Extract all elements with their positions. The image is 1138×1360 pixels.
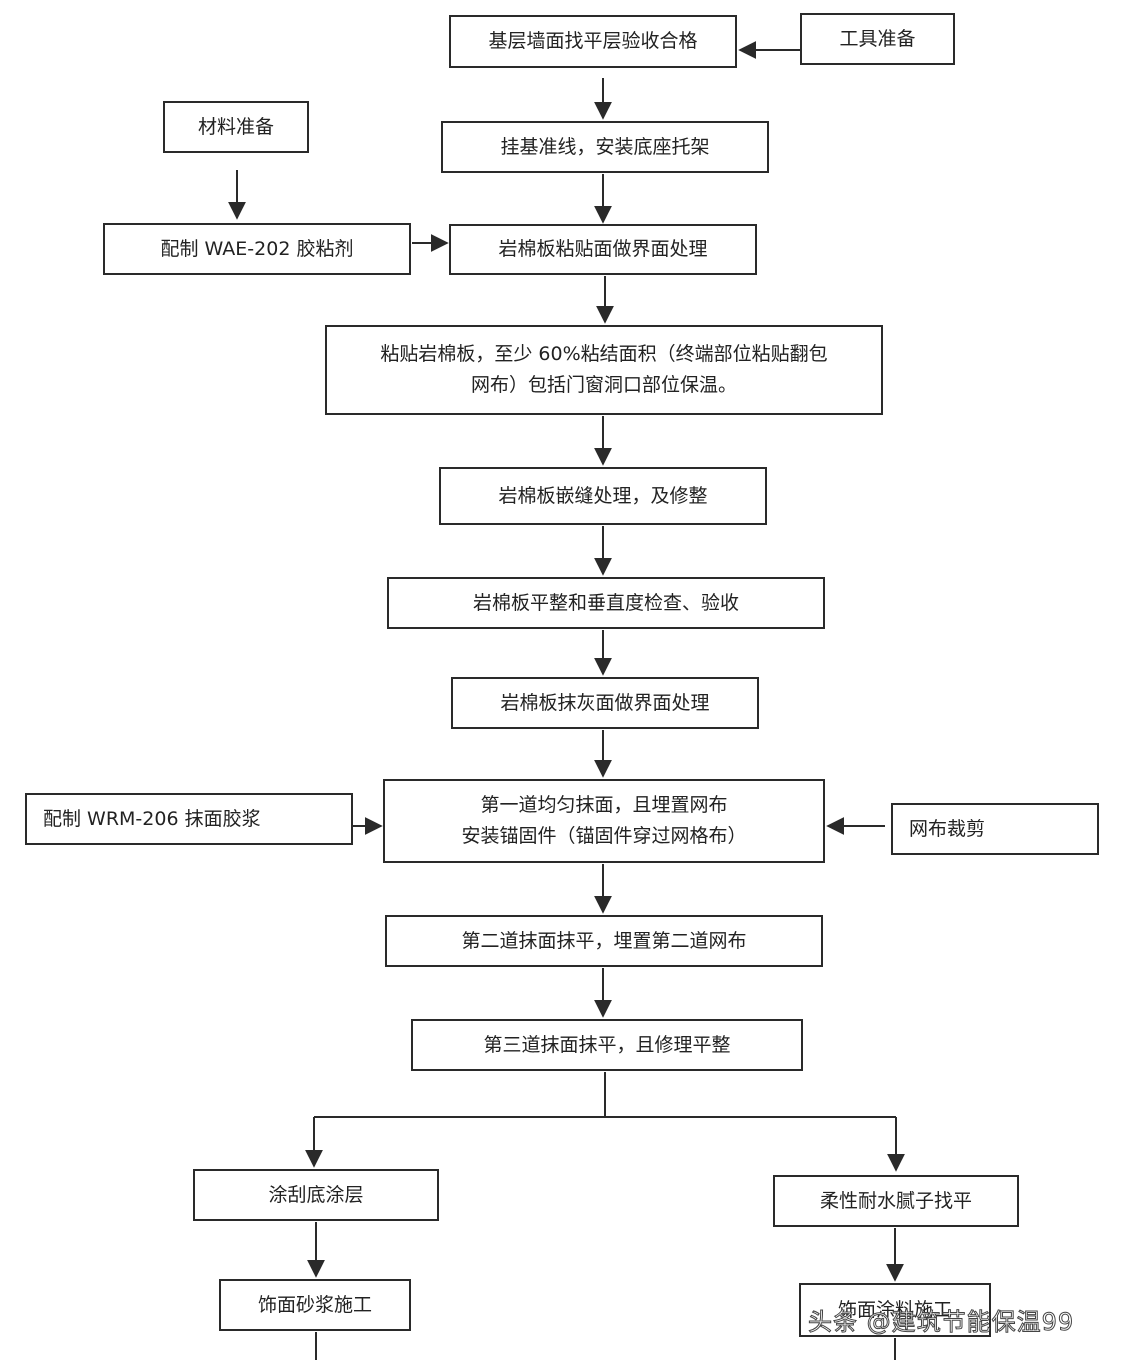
step-materials: 材料准备: [163, 101, 309, 153]
watermark: 头条 @建筑节能保温99: [807, 1308, 1075, 1337]
step-mortar: 饰面砂浆施工: [219, 1279, 411, 1331]
step-primer: 涂刮底涂层: [193, 1169, 439, 1221]
step-tools: 工具准备: [800, 13, 955, 65]
step-mesh-cut-label: 网布裁剪: [909, 817, 986, 840]
step-mix-wrm: 配制 WRM-206 抹面胶浆: [25, 793, 353, 845]
step-first-text: 第一道均匀抹面，且埋置网布 安装锚固件（锚固件穿过网格布）: [461, 790, 746, 852]
step-first-line2: 安装锚固件（锚固件穿过网格布）: [461, 825, 747, 847]
step-bond-interface: 岩棉板粘贴面做界面处理: [449, 224, 757, 275]
step-base-accept-label: 基层墙面找平层验收合格: [488, 30, 698, 52]
step-paste-line2: 网布）包括门窗洞口部位保温。: [470, 374, 737, 396]
step-third: 第三道抹面抹平，且修理平整: [411, 1019, 803, 1071]
step-baseline: 挂基准线，安装底座托架: [441, 121, 769, 173]
step-mix-wae: 配制 WAE-202 胶粘剂: [103, 223, 411, 275]
step-materials-label: 材料准备: [197, 115, 274, 138]
step-paste-text: 粘贴岩棉板，至少 60%粘结面积（终端部位粘贴翻包 网布）包括门窗洞口部位保温。: [380, 339, 827, 401]
step-seam: 岩棉板嵌缝处理，及修整: [439, 467, 767, 525]
step-third-label: 第三道抹面抹平，且修理平整: [483, 1033, 731, 1056]
step-seam-label: 岩棉板嵌缝处理，及修整: [498, 484, 708, 507]
step-plaster-interface: 岩棉板抹灰面做界面处理: [451, 677, 759, 729]
step-mix-wrm-label: 配制 WRM-206 抹面胶浆: [43, 807, 261, 830]
step-paint-label: 饰面涂料施工: [837, 1298, 952, 1321]
step-paint: 饰面涂料施工: [799, 1283, 991, 1337]
step-mortar-label: 饰面砂浆施工: [257, 1293, 372, 1316]
step-paste: 粘贴岩棉板，至少 60%粘结面积（终端部位粘贴翻包 网布）包括门窗洞口部位保温。: [325, 325, 883, 415]
step-baseline-label: 挂基准线，安装底座托架: [500, 135, 710, 158]
step-mesh-cut: 网布裁剪: [891, 803, 1099, 855]
step-tools-label: 工具准备: [839, 27, 916, 50]
step-mix-wae-label: 配制 WAE-202 胶粘剂: [160, 237, 354, 260]
step-putty-label: 柔性耐水腻子找平: [819, 1189, 972, 1212]
step-plaster-interface-label: 岩棉板抹灰面做界面处理: [500, 691, 710, 714]
step-first: 第一道均匀抹面，且埋置网布 安装锚固件（锚固件穿过网格布）: [383, 779, 825, 863]
step-second-label: 第二道抹面抹平，埋置第二道网布: [461, 929, 747, 952]
step-first-line1: 第一道均匀抹面，且埋置网布: [480, 794, 728, 816]
step-second: 第二道抹面抹平，埋置第二道网布: [385, 915, 823, 967]
step-bond-interface-label: 岩棉板粘贴面做界面处理: [498, 238, 708, 260]
step-paste-line1: 粘贴岩棉板，至少 60%粘结面积（终端部位粘贴翻包: [380, 343, 828, 365]
step-putty: 柔性耐水腻子找平: [773, 1175, 1019, 1227]
step-primer-label: 涂刮底涂层: [268, 1183, 364, 1206]
step-check: 岩棉板平整和垂直度检查、验收: [387, 577, 825, 629]
step-check-label: 岩棉板平整和垂直度检查、验收: [472, 591, 739, 614]
step-base-accept: 基层墙面找平层验收合格: [449, 15, 737, 68]
